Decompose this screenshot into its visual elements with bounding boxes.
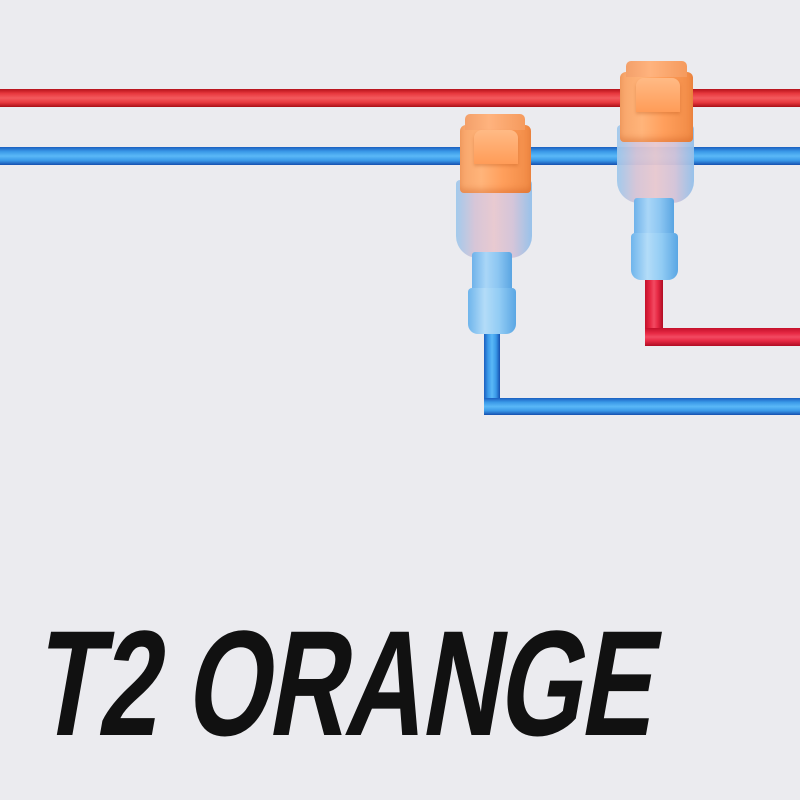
orange-cap-fold: [636, 78, 680, 112]
connector-neck: [634, 198, 674, 238]
blue-tap-wire-vertical: [484, 325, 500, 415]
blue-main-wire: [0, 147, 800, 165]
red-tap-wire-horizontal: [645, 328, 800, 346]
connector-collar: [468, 288, 516, 334]
connector-neck: [472, 252, 512, 292]
orange-cap-fold: [474, 130, 518, 164]
orange-cap-top: [465, 114, 525, 130]
red-tap-wire-vertical: [645, 272, 663, 346]
blue-tap-wire-horizontal: [484, 398, 800, 415]
product-title: T2 ORANGE: [25, 599, 673, 767]
connector-collar: [631, 233, 678, 280]
orange-cap-top: [626, 61, 687, 77]
connector-body: [456, 180, 532, 258]
red-main-wire: [0, 89, 800, 107]
